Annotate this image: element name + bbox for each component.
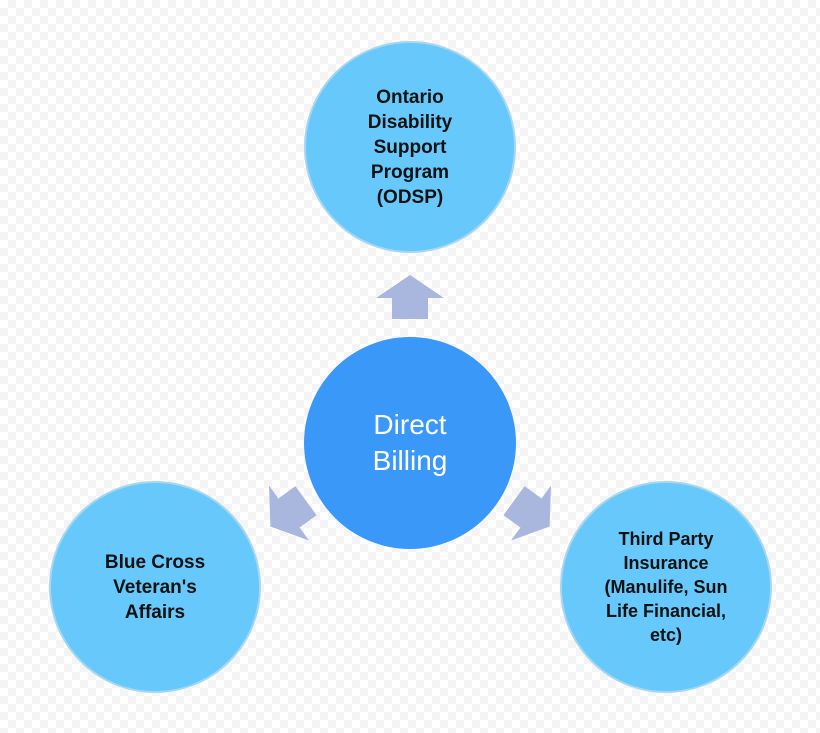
node-third-party-label: Third Party Insurance (Manulife, Sun Lif…	[604, 529, 728, 645]
arrow-down-right-icon	[503, 485, 551, 541]
node-third-party: Third Party Insurance (Manulife, Sun Lif…	[560, 481, 772, 693]
node-blue-cross-label: Blue Cross Veteran's Affairs	[104, 551, 206, 623]
arrow-down-left-icon	[269, 485, 317, 541]
node-direct-billing: Direct Billing	[304, 337, 516, 549]
node-direct-billing-label: Direct Billing	[372, 409, 448, 476]
arrow-up-icon	[376, 275, 444, 319]
node-odsp: Ontario Disability Support Program (ODSP…	[304, 41, 516, 253]
node-odsp-label: Ontario Disability Support Program (ODSP…	[367, 86, 453, 208]
node-blue-cross: Blue Cross Veteran's Affairs	[49, 481, 261, 693]
